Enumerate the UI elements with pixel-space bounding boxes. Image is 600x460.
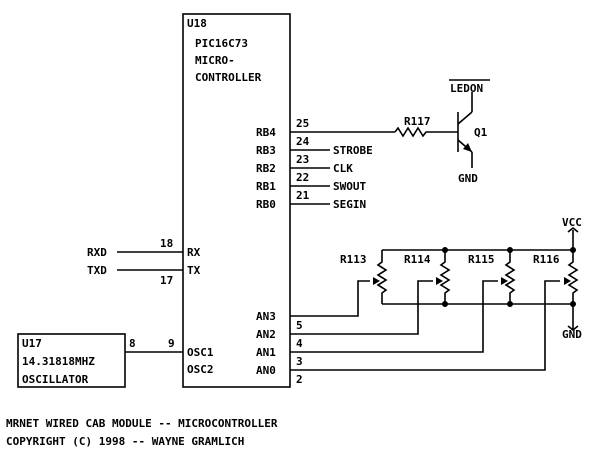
- net-rxd: RXD: [87, 246, 107, 259]
- footer-title: MRNET WIRED CAB MODULE -- MICROCONTROLLE…: [6, 417, 278, 430]
- net-clk: CLK: [333, 162, 353, 175]
- net-txd: TXD: [87, 264, 107, 277]
- pin-rb2-num: 23: [296, 153, 309, 166]
- pot-r114-icon: [436, 250, 451, 304]
- pot-r114-label: R114: [404, 253, 431, 266]
- pin-rb0-label: RB0: [256, 198, 276, 211]
- microcontroller-body: [182, 13, 291, 388]
- wire-an0: [290, 280, 560, 371]
- junction-dot: [507, 247, 513, 253]
- footer-copyright: COPYRIGHT (C) 1998 -- WAYNE GRAMLICH: [6, 435, 244, 448]
- pot-r115-icon: [501, 250, 516, 304]
- junction-dot: [507, 301, 513, 307]
- junction-dot: [570, 247, 576, 253]
- pin-rx-label: RX: [187, 246, 201, 259]
- ic-line-1: PIC16C73: [195, 37, 248, 50]
- pin-osc1-num: 9: [168, 337, 175, 350]
- vcc-arrow-icon: [567, 226, 579, 233]
- pin-rb1-label: RB1: [256, 180, 276, 193]
- net-gnd-rail: GND: [562, 328, 582, 341]
- net-strobe: STROBE: [333, 144, 373, 157]
- npn-transistor-icon: [457, 92, 473, 168]
- net-gnd-q1: GND: [458, 172, 478, 185]
- pin-rb3-num: 24: [296, 135, 310, 148]
- pin-an0-label: AN0: [256, 364, 276, 377]
- pin-an1-label: AN1: [256, 346, 276, 359]
- pin-an0-num: 2: [296, 373, 303, 386]
- pin-osc2-label: OSC2: [187, 363, 214, 376]
- osc-pin-num: 8: [129, 337, 136, 350]
- pot-r113-label: R113: [340, 253, 367, 266]
- junction-dot: [442, 247, 448, 253]
- wire-an3: [290, 280, 370, 317]
- pin-an3-label: AN3: [256, 310, 276, 323]
- pot-r115-label: R115: [468, 253, 495, 266]
- net-vcc: VCC: [562, 216, 582, 229]
- junction-dot: [442, 301, 448, 307]
- oscillator-body: [17, 333, 126, 388]
- pin-an2-num: 4: [296, 337, 303, 350]
- ic-line-2: MICRO-: [195, 54, 235, 67]
- net-segin: SEGIN: [333, 198, 366, 211]
- osc-freq: 14.31818MHZ: [22, 355, 95, 368]
- pin-rb4-num: 25: [296, 117, 309, 130]
- ic-ref: U18: [187, 17, 207, 30]
- osc-ref: U17: [22, 337, 42, 350]
- pin-rb0-num: 21: [296, 189, 310, 202]
- pot-r116-label: R116: [533, 253, 560, 266]
- pin-tx-num: 17: [160, 274, 173, 287]
- wire-an1: [290, 280, 498, 353]
- pin-rx-num: 18: [160, 237, 173, 250]
- pin-an2-label: AN2: [256, 328, 276, 341]
- transistor-q1-label: Q1: [474, 126, 488, 139]
- pin-rb4-label: RB4: [256, 126, 276, 139]
- pin-an1-num: 3: [296, 355, 303, 368]
- resistor-r117-icon: [394, 126, 458, 138]
- pin-rb3-label: RB3: [256, 144, 276, 157]
- pot-r116-icon: [564, 250, 579, 304]
- pin-rb2-label: RB2: [256, 162, 276, 175]
- pin-rb1-num: 22: [296, 171, 309, 184]
- ic-line-3: CONTROLLER: [195, 71, 262, 84]
- resistor-r117-label: R117: [404, 115, 431, 128]
- gnd-arrow-icon: [567, 304, 579, 332]
- pin-tx-label: TX: [187, 264, 201, 277]
- wire-an2: [290, 280, 433, 335]
- net-ledon: LEDON: [450, 82, 483, 95]
- junction-dot: [570, 301, 576, 307]
- pin-osc1-label: OSC1: [187, 346, 214, 359]
- pin-an3-num: 5: [296, 319, 303, 332]
- pot-r113-icon: [373, 250, 388, 304]
- osc-name: OSCILLATOR: [22, 373, 89, 386]
- net-swout: SWOUT: [333, 180, 366, 193]
